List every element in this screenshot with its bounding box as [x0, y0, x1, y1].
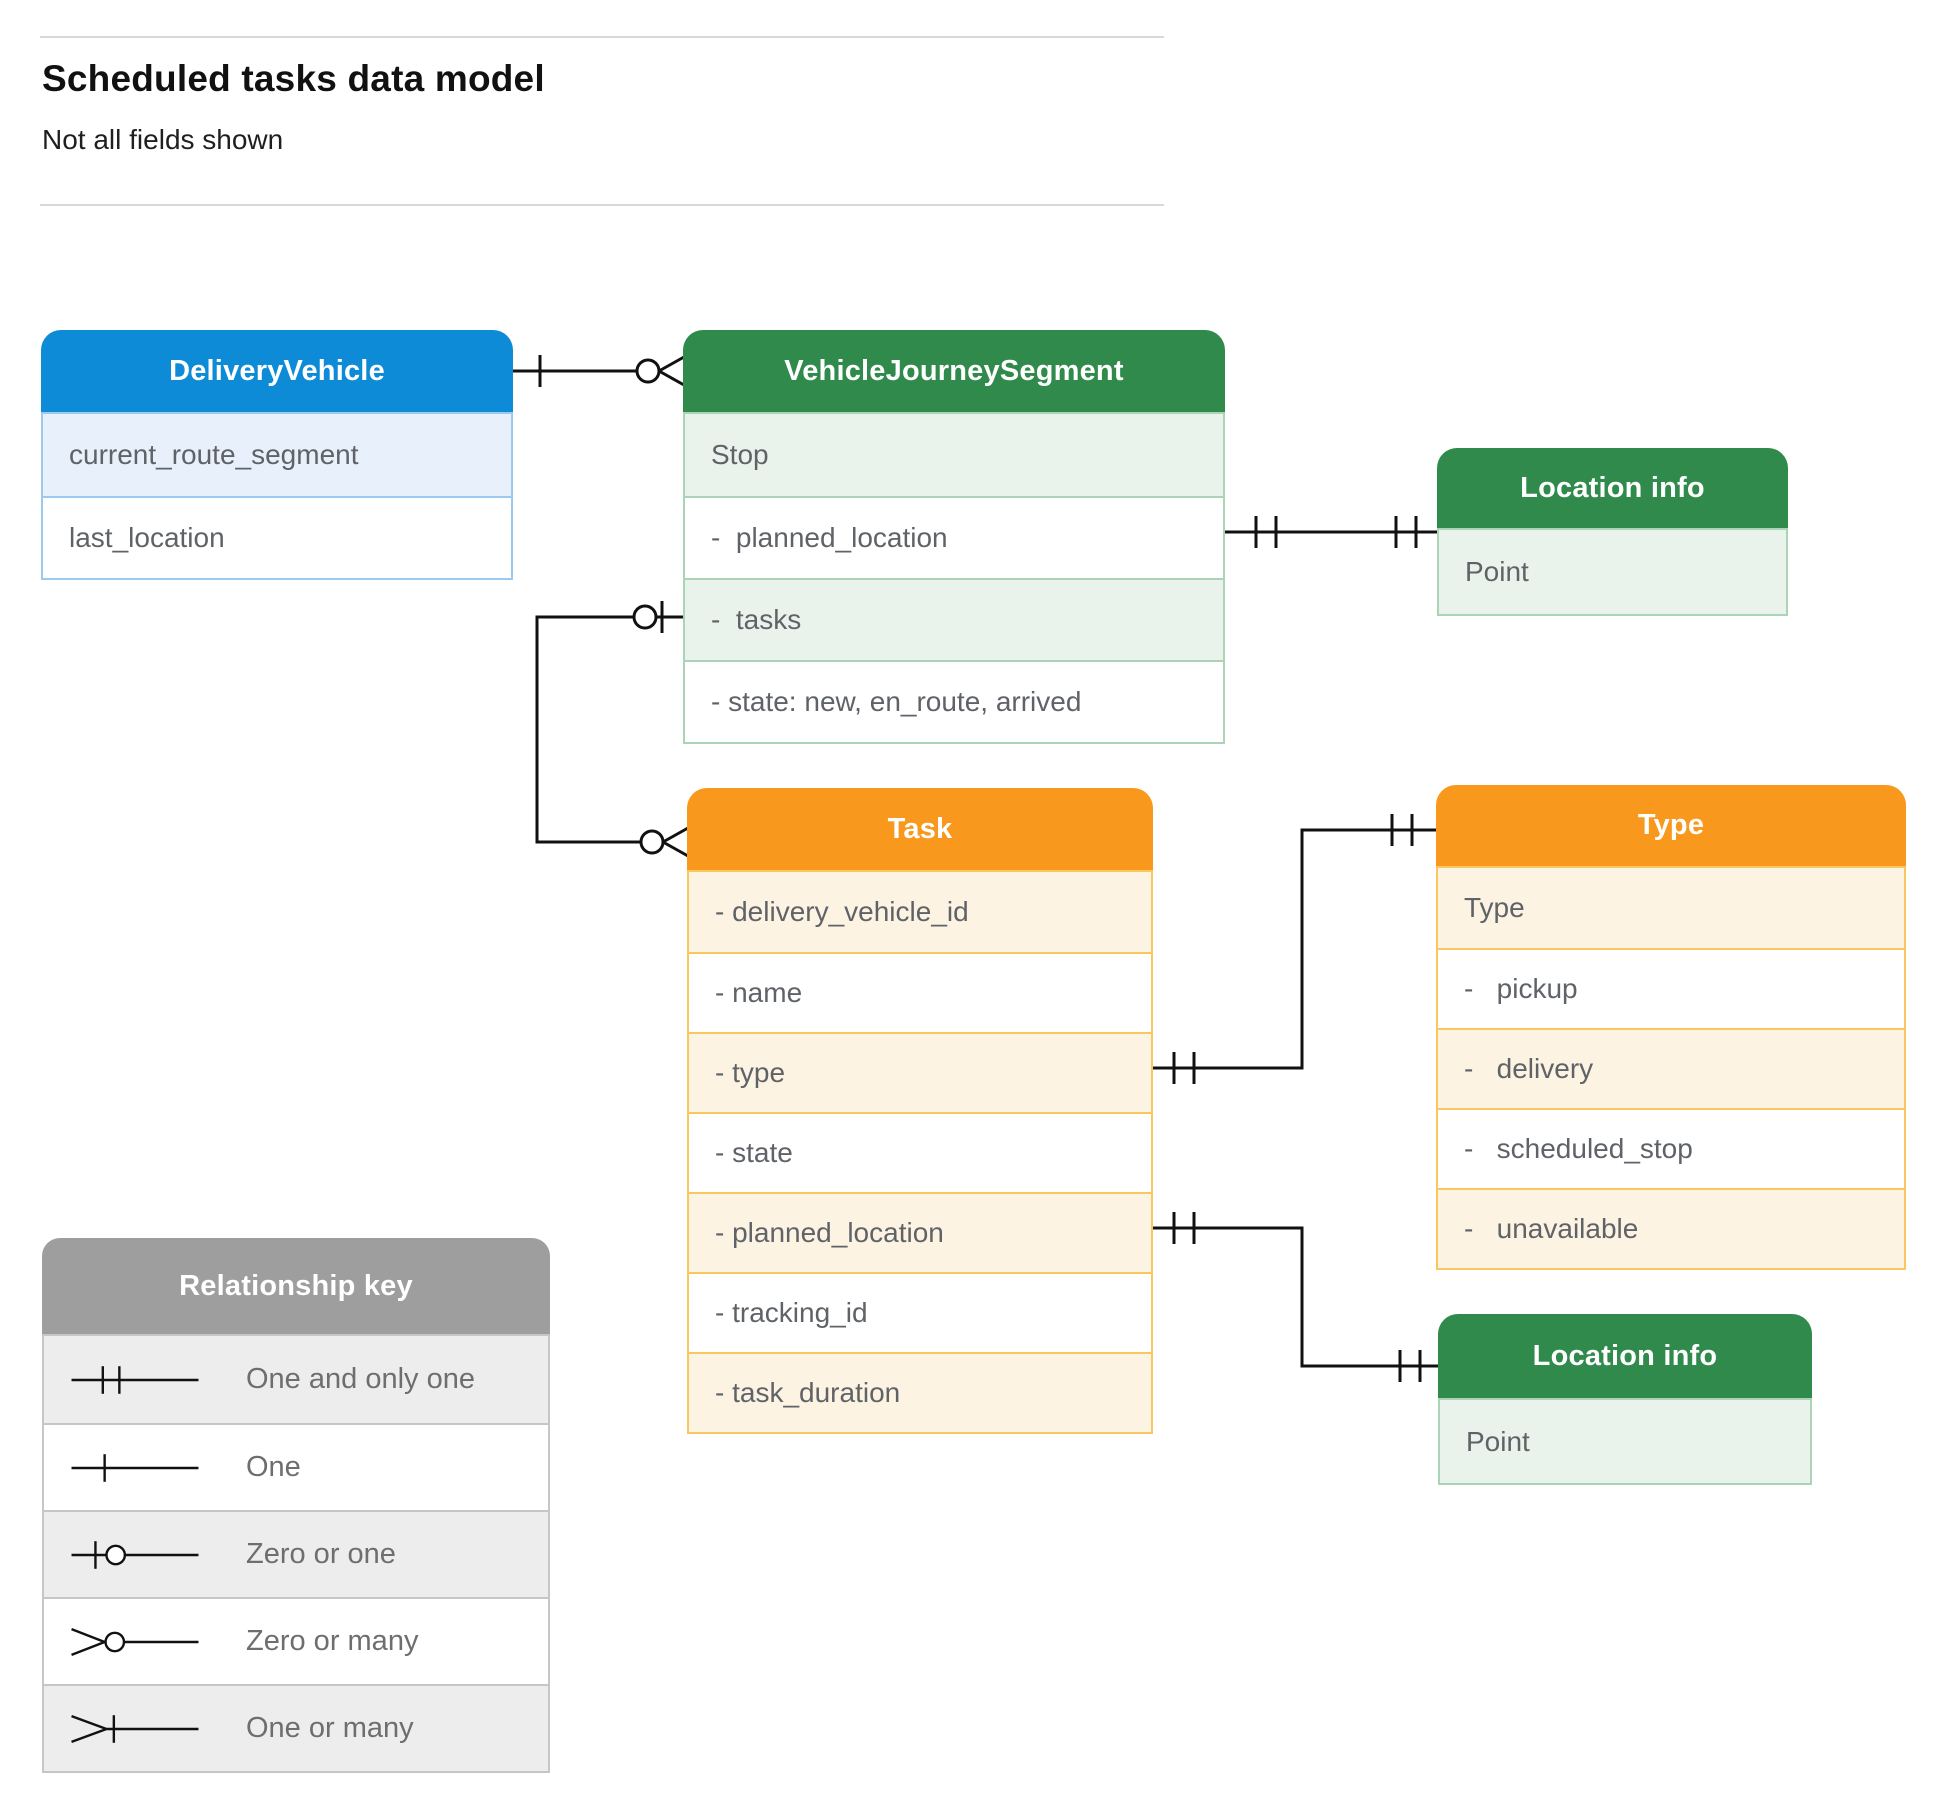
- entity-title: Location info: [1438, 1314, 1812, 1398]
- legend-item: Zero or one: [44, 1510, 548, 1597]
- field-row: Point: [1439, 530, 1786, 614]
- rel-vjs-plannedlocation-to-locationinfo: [1225, 516, 1437, 548]
- field-row: - scheduled_stop: [1438, 1108, 1904, 1188]
- field-row: - name: [689, 952, 1151, 1032]
- field-row: - planned_location: [685, 496, 1223, 578]
- field-row: - planned_location: [689, 1192, 1151, 1272]
- top-divider: [40, 36, 1164, 38]
- subtitle-divider: [40, 204, 1164, 206]
- entity-title: Task: [687, 788, 1153, 870]
- entity-title: Location info: [1437, 448, 1788, 528]
- entity-task: Task - delivery_vehicle_id - name - type…: [687, 788, 1153, 1434]
- field-row: last_location: [43, 496, 511, 578]
- entity-vehiclejourneysegment: VehicleJourneySegment Stop - planned_loc…: [683, 330, 1225, 744]
- one-or-many-icon: [71, 1714, 199, 1743]
- zero-or-many-icon: [71, 1627, 199, 1656]
- legend-label: Zero or one: [246, 1538, 396, 1570]
- field-row: - tracking_id: [689, 1272, 1151, 1352]
- field-row: Point: [1440, 1400, 1810, 1483]
- legend-label: One or many: [246, 1712, 414, 1744]
- field-row: - state: [689, 1112, 1151, 1192]
- entity-deliveryvehicle: DeliveryVehicle current_route_segment la…: [41, 330, 513, 580]
- entity-locationinfo-bottom: Location info Point: [1438, 1314, 1812, 1485]
- rel-task-plannedlocation-to-locationinfo: [1153, 1212, 1438, 1382]
- page-title: Scheduled tasks data model: [42, 58, 545, 99]
- field-row: Stop: [685, 414, 1223, 496]
- legend-label: One and only one: [246, 1363, 475, 1395]
- legend-item: One: [44, 1423, 548, 1510]
- one-and-only-one-icon: [71, 1365, 199, 1394]
- rel-vjs-tasks-to-task: [535, 601, 689, 858]
- field-row: Type: [1438, 868, 1904, 948]
- field-row: - delivery_vehicle_id: [689, 872, 1151, 952]
- zero-or-one-icon: [71, 1540, 199, 1569]
- relationship-key: Relationship key One and only one One Ze…: [42, 1238, 550, 1773]
- entity-locationinfo-top: Location info Point: [1437, 448, 1788, 616]
- entity-title: Type: [1436, 785, 1906, 866]
- legend-label: Zero or many: [246, 1625, 419, 1657]
- entity-title: VehicleJourneySegment: [683, 330, 1225, 412]
- field-row: - unavailable: [1438, 1188, 1904, 1268]
- one-icon: [71, 1453, 199, 1482]
- legend-label: One: [246, 1451, 301, 1483]
- field-row: current_route_segment: [43, 414, 511, 496]
- legend-item: Zero or many: [44, 1597, 548, 1684]
- legend-item: One or many: [44, 1684, 548, 1771]
- field-row: - tasks: [685, 578, 1223, 660]
- field-row: - pickup: [1438, 948, 1904, 1028]
- field-row: - task_duration: [689, 1352, 1151, 1432]
- field-row: - state: new, en_route, arrived: [685, 660, 1223, 742]
- rel-task-type-to-type: [1153, 814, 1436, 1084]
- entity-title: DeliveryVehicle: [41, 330, 513, 412]
- legend-item: One and only one: [44, 1336, 548, 1423]
- relationship-key-title: Relationship key: [42, 1238, 550, 1334]
- page-subtitle: Not all fields shown: [42, 124, 284, 155]
- field-row: - type: [689, 1032, 1151, 1112]
- field-row: - delivery: [1438, 1028, 1904, 1108]
- rel-deliveryvehicle-to-vehiclejourneysegment: [513, 355, 685, 387]
- entity-type: Type Type - pickup - delivery - schedule…: [1436, 785, 1906, 1270]
